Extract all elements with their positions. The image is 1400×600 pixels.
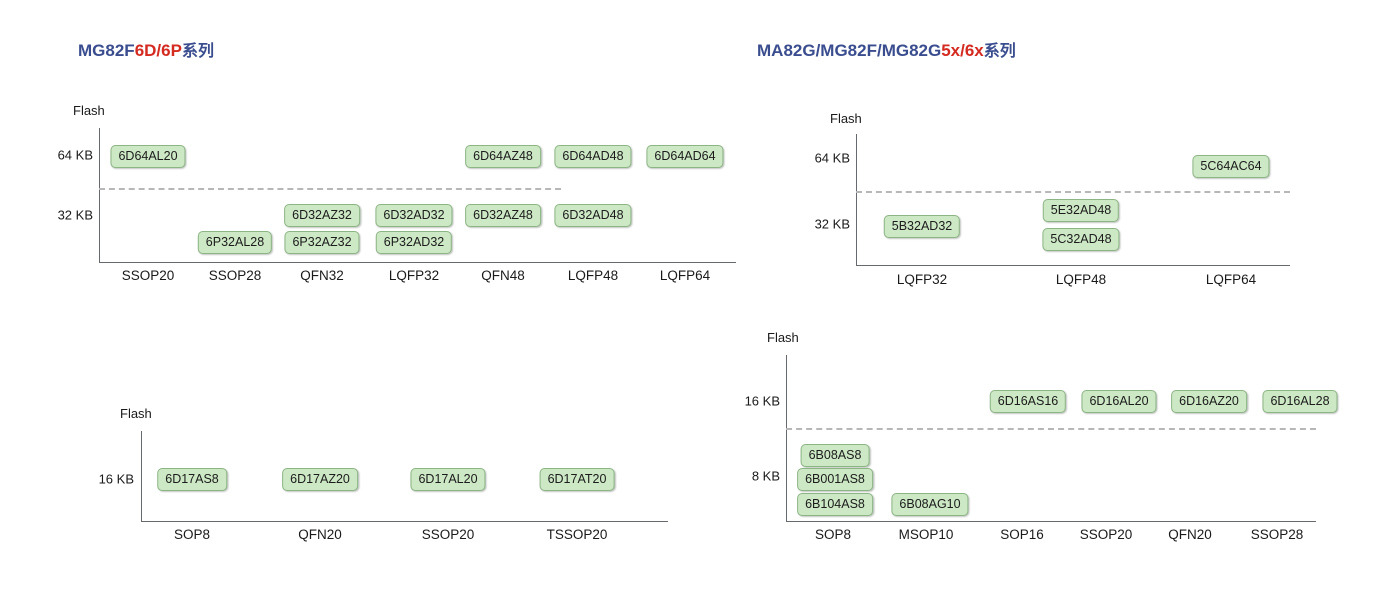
y-tick-64kb: 64 KB bbox=[814, 150, 850, 166]
x-tick-ssop20: SSOP20 bbox=[421, 527, 475, 542]
title-segment-prefix: MA82G/MG82F/MG82G bbox=[757, 41, 942, 60]
page-title-mg82f6d6p: MG82F6D/6P系列 bbox=[78, 37, 214, 61]
x-tick-lqfp32: LQFP32 bbox=[388, 268, 440, 283]
part-tag[interactable]: 6D32AD48 bbox=[554, 204, 632, 227]
divider-dashed-line bbox=[786, 428, 1316, 430]
part-tag[interactable]: 6D16AZ20 bbox=[1171, 390, 1247, 413]
x-tick-qfn20: QFN20 bbox=[1168, 527, 1212, 542]
x-tick-ssop20: SSOP20 bbox=[121, 268, 175, 283]
x-tick-ssop28: SSOP28 bbox=[208, 268, 262, 283]
y-axis-title: Flash bbox=[120, 406, 152, 421]
x-tick-lqfp48: LQFP48 bbox=[1055, 272, 1107, 287]
part-tag[interactable]: 5C64AC64 bbox=[1192, 155, 1270, 178]
x-tick-tssop20: TSSOP20 bbox=[546, 527, 608, 542]
title-segment-accent: 5x/6x bbox=[941, 41, 984, 60]
part-tag[interactable]: 6D17AZ20 bbox=[282, 468, 358, 491]
part-tag[interactable]: 6D17AT20 bbox=[539, 468, 615, 491]
title-segment-prefix: MG82F bbox=[78, 41, 135, 60]
x-tick-ssop20: SSOP20 bbox=[1079, 527, 1133, 542]
part-tag[interactable]: 5C32AD48 bbox=[1042, 228, 1120, 251]
part-tag[interactable]: 6P32AD32 bbox=[375, 231, 453, 254]
x-tick-lqfp64: LQFP64 bbox=[1205, 272, 1257, 287]
title-segment-suffix: 系列 bbox=[983, 41, 1016, 60]
y-tick-64kb: 64 KB bbox=[57, 147, 93, 163]
x-axis-line bbox=[786, 521, 1316, 522]
x-axis-line bbox=[856, 265, 1290, 266]
y-axis-title: Flash bbox=[73, 103, 105, 118]
part-tag[interactable]: 6D64AL20 bbox=[110, 145, 186, 168]
part-tag[interactable]: 6D32AD32 bbox=[375, 204, 453, 227]
part-tag[interactable]: 6D16AL20 bbox=[1081, 390, 1157, 413]
part-tag[interactable]: 6B001AS8 bbox=[797, 468, 873, 491]
title-segment-suffix: 系列 bbox=[181, 41, 214, 60]
part-tag[interactable]: 6B104AS8 bbox=[797, 493, 873, 516]
part-tag[interactable]: 6D16AS16 bbox=[989, 390, 1067, 413]
part-tag[interactable]: 6D16AL28 bbox=[1262, 390, 1338, 413]
x-tick-qfn48: QFN48 bbox=[481, 268, 525, 283]
divider-dashed-line bbox=[99, 188, 561, 190]
y-axis-line bbox=[99, 128, 100, 263]
y-tick-32kb: 32 KB bbox=[57, 207, 93, 223]
part-tag[interactable]: 6B08AG10 bbox=[891, 493, 969, 516]
x-tick-sop8: SOP8 bbox=[814, 527, 852, 542]
x-tick-qfn32: QFN32 bbox=[300, 268, 344, 283]
x-axis-line bbox=[141, 521, 668, 522]
x-tick-sop16: SOP16 bbox=[1000, 527, 1044, 542]
part-tag[interactable]: 6P32AL28 bbox=[197, 231, 273, 254]
part-tag[interactable]: 6B08AS8 bbox=[800, 444, 870, 467]
y-axis-title: Flash bbox=[830, 111, 862, 126]
part-tag[interactable]: 6D32AZ48 bbox=[465, 204, 541, 227]
x-tick-sop8: SOP8 bbox=[173, 527, 211, 542]
part-tag[interactable]: 5B32AD32 bbox=[883, 215, 961, 238]
y-axis-line bbox=[856, 134, 857, 265]
part-tag[interactable]: 6D64AD48 bbox=[554, 145, 632, 168]
y-tick-16kb: 16 KB bbox=[98, 471, 134, 487]
part-tag[interactable]: 6D17AL20 bbox=[410, 468, 486, 491]
y-axis-line bbox=[786, 355, 787, 521]
x-tick-qfn20: QFN20 bbox=[298, 527, 342, 542]
y-axis-title: Flash bbox=[767, 330, 799, 345]
x-tick-ssop28: SSOP28 bbox=[1250, 527, 1304, 542]
page-title-ma82g-mg82f-mg82g: MA82G/MG82F/MG82G5x/6x系列 bbox=[757, 37, 1016, 61]
part-tag[interactable]: 5E32AD48 bbox=[1042, 199, 1120, 222]
x-axis-line bbox=[99, 262, 736, 263]
x-tick-lqfp48: LQFP48 bbox=[567, 268, 619, 283]
x-tick-lqfp32: LQFP32 bbox=[896, 272, 948, 287]
divider-dashed-line bbox=[856, 191, 1290, 193]
x-tick-msop10: MSOP10 bbox=[898, 527, 954, 542]
part-tag[interactable]: 6D64AZ48 bbox=[465, 145, 541, 168]
y-tick-8kb: 8 KB bbox=[751, 468, 780, 484]
title-segment-accent: 6D/6P bbox=[134, 41, 182, 60]
part-tag[interactable]: 6D64AD64 bbox=[646, 145, 724, 168]
x-tick-lqfp64: LQFP64 bbox=[659, 268, 711, 283]
y-axis-line bbox=[141, 431, 142, 521]
part-tag[interactable]: 6D32AZ32 bbox=[284, 204, 360, 227]
y-tick-16kb: 16 KB bbox=[744, 393, 780, 409]
part-tag[interactable]: 6P32AZ32 bbox=[284, 231, 360, 254]
y-tick-32kb: 32 KB bbox=[814, 216, 850, 232]
part-tag[interactable]: 6D17AS8 bbox=[157, 468, 227, 491]
